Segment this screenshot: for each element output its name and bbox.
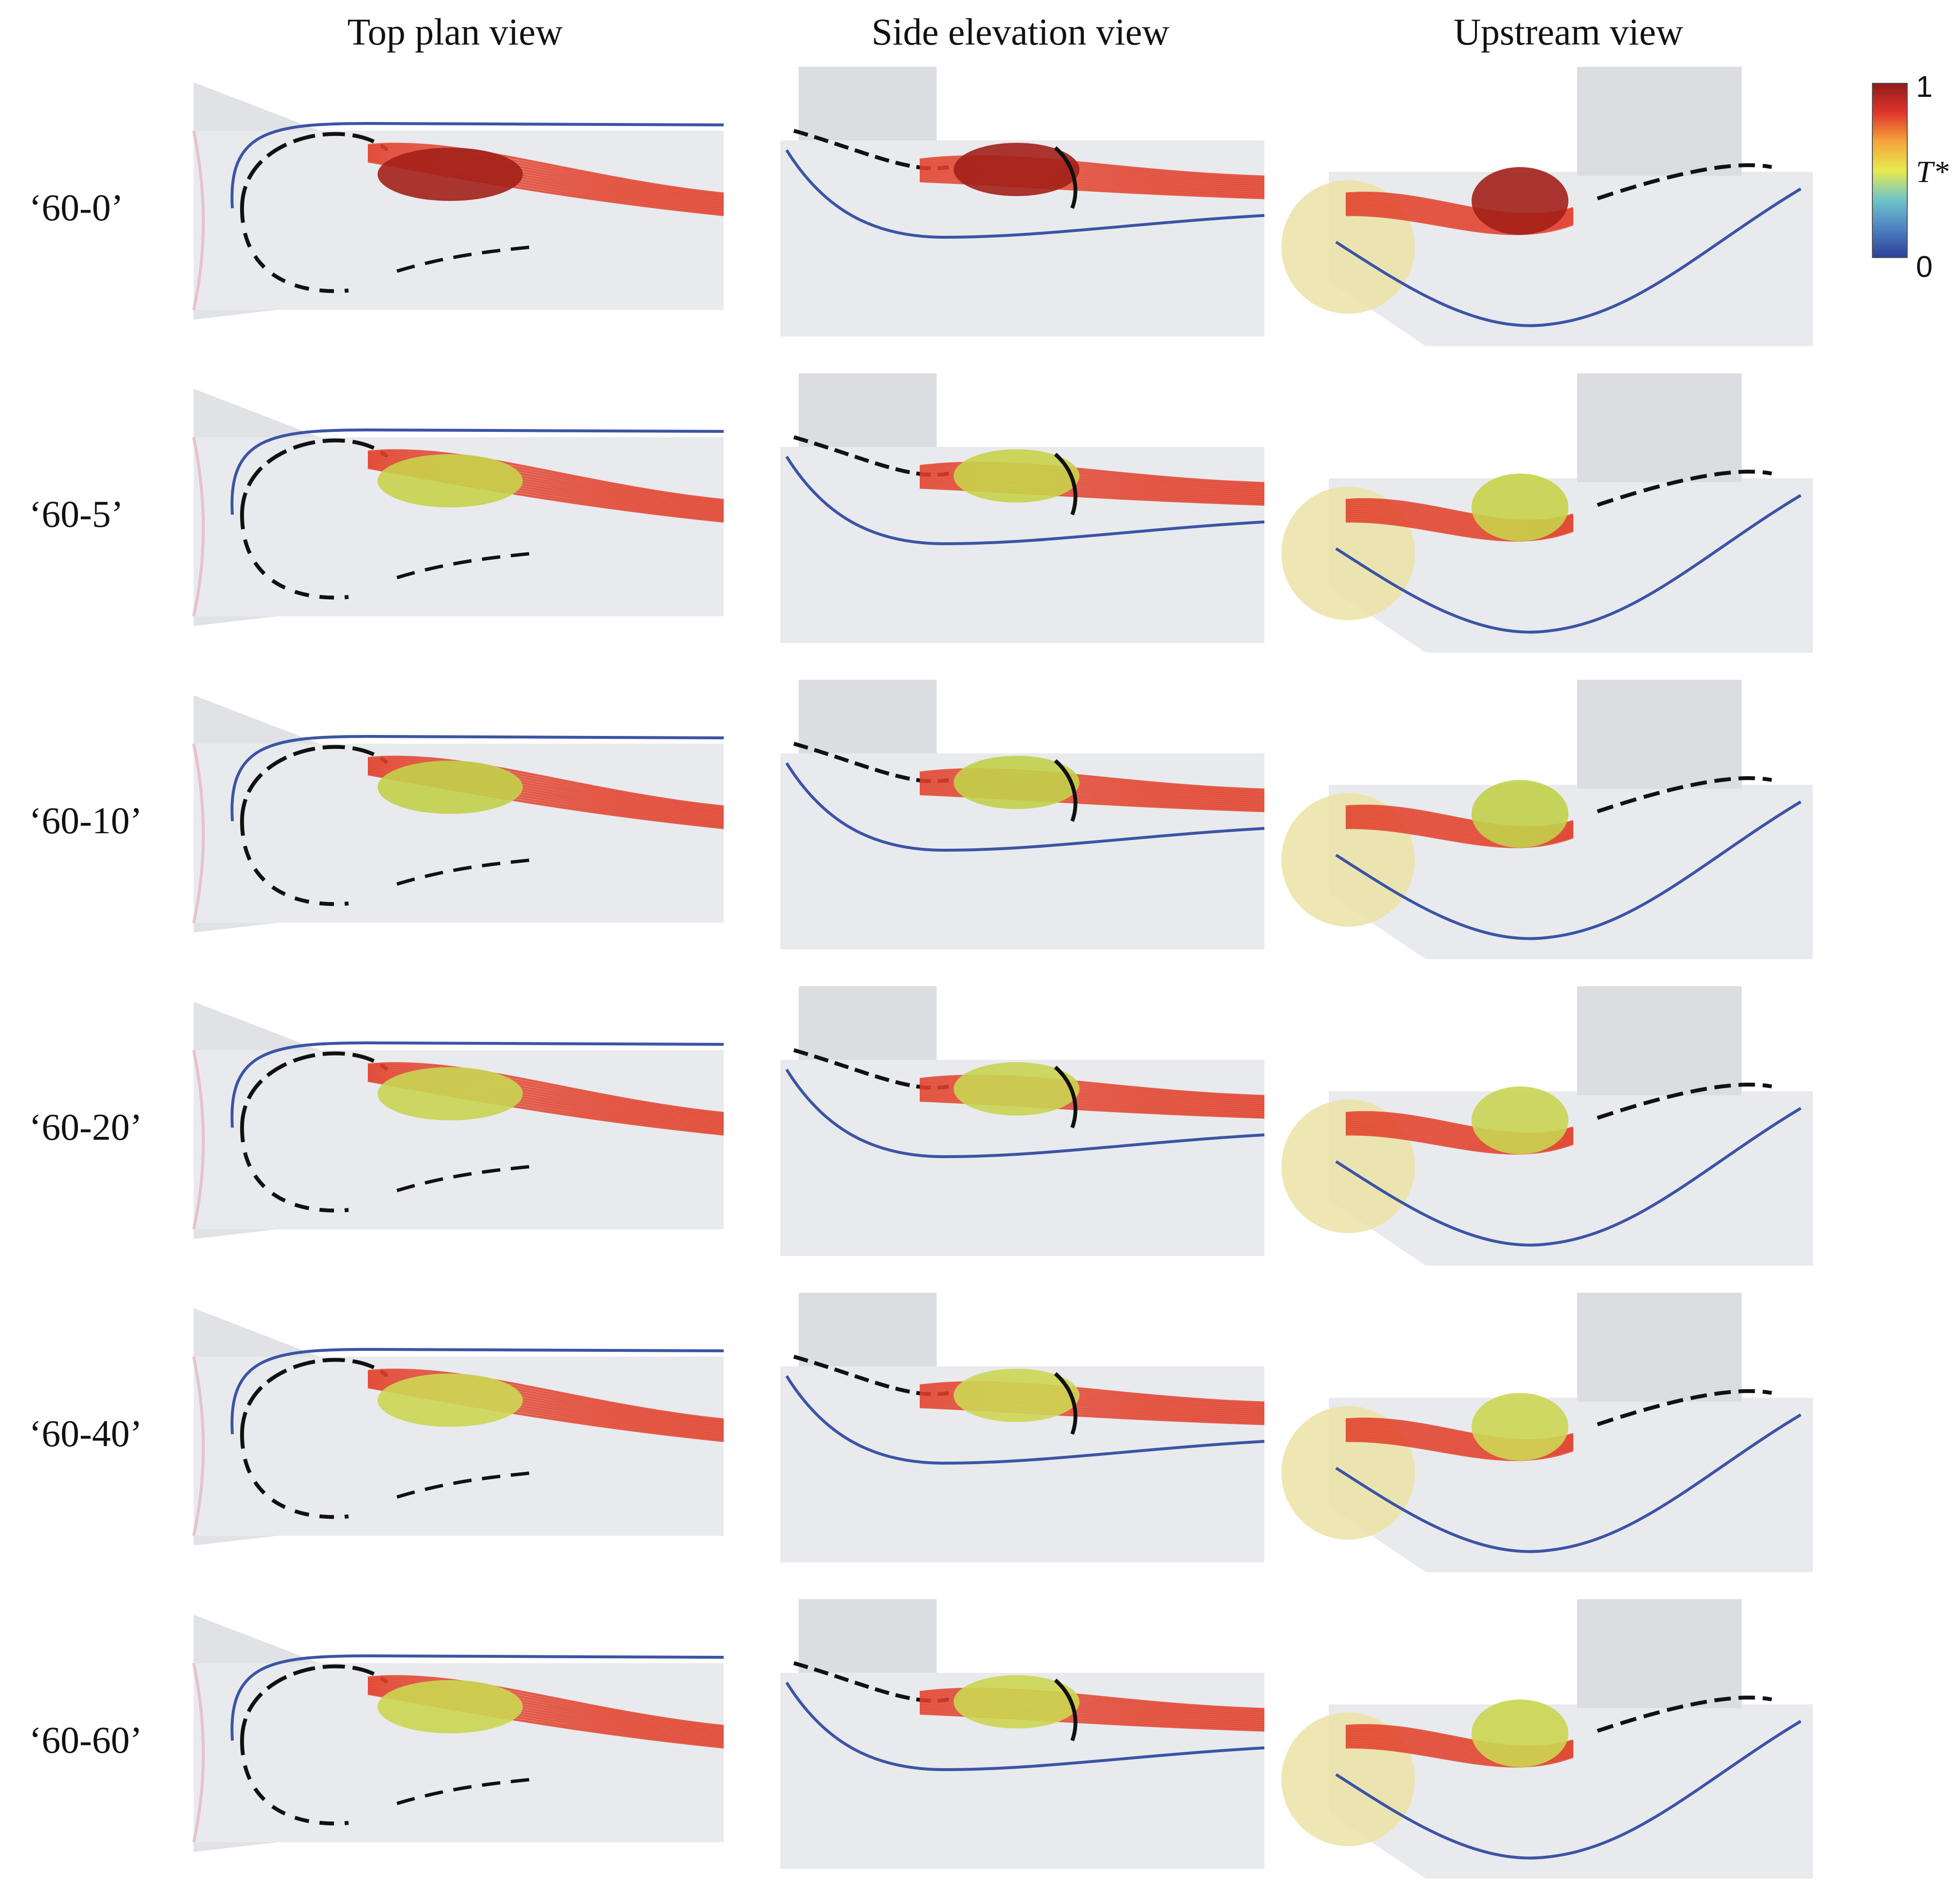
column-titles: Top plan view Side elevation view Upstre…: [347, 11, 1683, 53]
panel-grid: ‘60-0’ ‘60-5’ ‘60-10’ ‘60-20’ ‘60-40’ ‘60-60’: [29, 67, 1813, 1879]
column-title-top-plan: Top plan view: [347, 11, 562, 53]
colorbar-min-label: 0: [1916, 250, 1932, 284]
case-label: ‘60-40’: [29, 1412, 142, 1454]
side-elevation-panel: [780, 1293, 1265, 1562]
case-row: ‘60-40’: [29, 1293, 1813, 1572]
upstream-panel: [1281, 67, 1813, 346]
colorbar-max-label: 1: [1916, 70, 1932, 104]
top-plan-panel: [192, 1308, 724, 1545]
case-row: ‘60-0’: [29, 67, 1813, 346]
side-elevation-panel: [780, 67, 1265, 336]
case-row: ‘60-10’: [29, 680, 1813, 959]
upstream-panel: [1281, 986, 1813, 1266]
case-label: ‘60-60’: [29, 1719, 142, 1761]
case-row: ‘60-60’: [29, 1599, 1813, 1879]
case-row: ‘60-20’: [29, 986, 1813, 1266]
top-plan-panel: [192, 82, 724, 320]
case-row: ‘60-5’: [29, 373, 1813, 653]
column-title-side-elevation: Side elevation view: [871, 11, 1169, 53]
case-label: ‘60-0’: [29, 186, 123, 229]
side-elevation-panel: [780, 1599, 1265, 1869]
upstream-panel: [1281, 680, 1813, 959]
case-label: ‘60-5’: [29, 493, 123, 535]
side-elevation-panel: [780, 373, 1265, 643]
top-plan-panel: [192, 1002, 724, 1239]
side-elevation-panel: [780, 680, 1265, 949]
colorbar-variable-label: T*: [1916, 154, 1949, 189]
top-plan-panel: [192, 1615, 724, 1852]
colorbar-scale: [1872, 83, 1908, 258]
column-title-upstream: Upstream view: [1454, 11, 1683, 53]
top-plan-panel: [192, 389, 724, 626]
case-label: ‘60-10’: [29, 799, 142, 841]
upstream-panel: [1281, 1293, 1813, 1572]
colorbar: 1 T* 0: [1872, 70, 1949, 284]
top-plan-panel: [192, 695, 724, 933]
case-label: ‘60-20’: [29, 1106, 142, 1148]
upstream-panel: [1281, 1599, 1813, 1879]
side-elevation-panel: [780, 986, 1265, 1256]
upstream-panel: [1281, 373, 1813, 653]
